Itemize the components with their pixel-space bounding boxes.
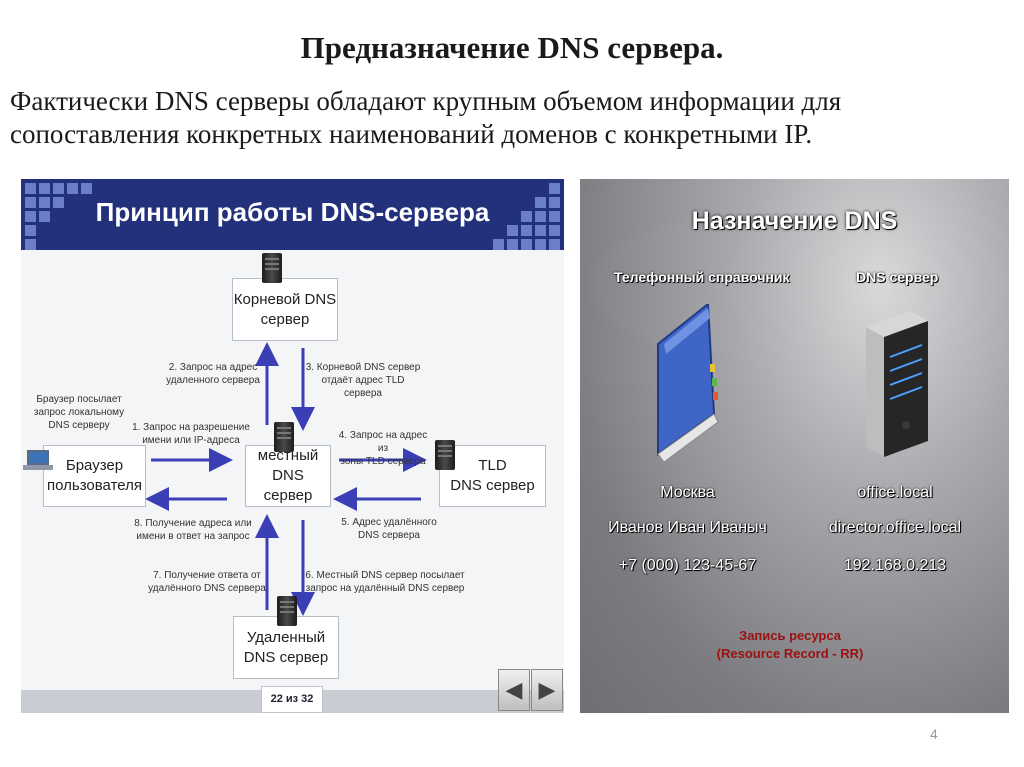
server-icon: [274, 422, 294, 452]
local-dns-label-2: DNS сервер: [263, 467, 313, 504]
note-line: запрос на удалённый DNS сервер: [305, 583, 465, 594]
panel-title: Назначение DNS: [691, 207, 898, 235]
diagram-arrows: [145, 342, 427, 616]
body-line-1: Фактически DNS серверы обладают крупным …: [10, 86, 842, 116]
panel-header: Принцип работы DNS-сервера: [21, 179, 564, 250]
browser-label-2: пользователя: [47, 477, 142, 494]
remote-dns-node: Удаленный DNS сервер: [233, 616, 339, 679]
local-dns-node: местный DNS сервер: [245, 445, 331, 507]
note-line: имени в ответ на запрос: [136, 531, 250, 542]
note-line: имени или IP-адреса: [142, 435, 240, 446]
remote-dns-label-1: Удаленный: [246, 628, 326, 646]
note-line: запрос локальному: [33, 407, 125, 418]
root-dns-node: Корневой DNS сервер: [232, 278, 338, 341]
page-number: 4: [930, 726, 938, 742]
laptop-icon: [23, 450, 53, 472]
note-line: 4. Запрос на адрес из: [338, 430, 428, 454]
root-dns-label-1: Корневой DNS: [233, 290, 337, 308]
browser-note: Браузер посылает запрос локальному DNS с…: [25, 393, 133, 432]
note-line: зоны TLD сервера: [340, 456, 426, 467]
slide-title: Предназначение DNS сервера.: [300, 30, 724, 65]
server-icon: [435, 440, 455, 470]
body-line-2: сопоставления конкретных наименований до…: [10, 119, 813, 149]
phonebook-city: Москва: [660, 484, 715, 501]
note-line: 1. Запрос на разрешение: [132, 422, 250, 433]
next-arrow-icon: ▶: [538, 677, 556, 702]
local-dns-label-1: местный: [257, 447, 319, 464]
step-3-note: 3. Корневой DNS сервер отдаёт адрес TLD …: [303, 361, 423, 400]
phonebook-phone: +7 (000) 123-45-67: [618, 557, 757, 574]
step-2-note: 2. Запрос на адрес удаленного сервера: [163, 361, 263, 387]
note-line: Браузер посылает: [36, 394, 122, 405]
note-line: 6. Местный DNS сервер посылает: [305, 570, 465, 581]
step-5-note: 5. Адрес удалённого DNS сервера: [339, 516, 439, 542]
record-line-1: Запись ресурса: [739, 628, 841, 643]
record-line-2: (Resource Record - RR): [716, 646, 864, 661]
note-line: отдаёт адрес TLD сервера: [321, 375, 405, 399]
note-line: 7. Получение ответа от: [153, 570, 261, 581]
step-7-note: 7. Получение ответа от удалённого DNS се…: [147, 569, 267, 595]
dns-server-icon: [866, 311, 928, 457]
dns-principle-panel: Принцип работы DNS-сервера Корневой DNS: [21, 179, 564, 713]
tld-dns-node: TLD DNS сервер: [439, 445, 546, 507]
browser-node: Браузер пользователя: [43, 445, 146, 507]
remote-dns-label-2: DNS сервер: [243, 648, 329, 666]
next-slide-button[interactable]: ▶: [531, 669, 563, 711]
prev-slide-button[interactable]: ◀: [498, 669, 530, 711]
note-line: 3. Корневой DNS сервер: [305, 362, 421, 373]
diagram-body: Корневой DNS сервер местный DNS сервер Б…: [21, 250, 564, 690]
note-line: DNS сервера: [358, 530, 420, 541]
panel-header-title: Принцип работы DNS-сервера: [95, 197, 490, 227]
step-1-note: 1. Запрос на разрешение имени или IP-адр…: [131, 421, 251, 447]
dns-server-heading: DNS сервер: [856, 269, 939, 285]
note-line: 8. Получение адреса или: [134, 518, 252, 529]
note-line: 5. Адрес удалённого: [341, 517, 437, 528]
step-8-note: 8. Получение адреса или имени в ответ на…: [133, 517, 253, 543]
tld-dns-label-1: TLD: [478, 457, 507, 474]
server-icon: [262, 253, 282, 283]
phonebook-icon: [657, 304, 719, 463]
pager-indicator: 22 из 32: [261, 686, 323, 713]
note-line: DNS серверу: [48, 420, 110, 431]
server-icon: [277, 596, 297, 626]
step-6-note: 6. Местный DNS сервер посылает запрос на…: [305, 569, 465, 595]
step-4-note: 4. Запрос на адрес из зоны TLD сервера: [333, 429, 433, 468]
note-line: удалённого DNS сервера: [148, 583, 266, 594]
phonebook-name: Иванов Иван Иваныч: [608, 519, 767, 536]
phonebook-heading: Телефонный справочник: [614, 269, 790, 285]
browser-label-1: Браузер: [65, 457, 124, 474]
note-line: удаленного сервера: [166, 375, 260, 386]
note-line: 2. Запрос на адрес: [168, 362, 258, 373]
root-dns-label-2: сервер: [260, 310, 310, 328]
slide-body-text: Фактически DNS серверы обладают крупным …: [10, 85, 1010, 151]
tld-dns-label-2: DNS сервер: [450, 477, 535, 494]
resource-record-caption: Запись ресурса (Resource Record - RR): [700, 627, 880, 663]
dns-zone: office.local: [857, 484, 933, 501]
prev-arrow-icon: ◀: [505, 677, 523, 702]
dns-host: director.office.local: [828, 519, 962, 536]
dns-ip: 192.168.0.213: [843, 557, 947, 574]
dns-purpose-panel: Назначение DNS Телефонный справочник DNS…: [580, 179, 1009, 713]
